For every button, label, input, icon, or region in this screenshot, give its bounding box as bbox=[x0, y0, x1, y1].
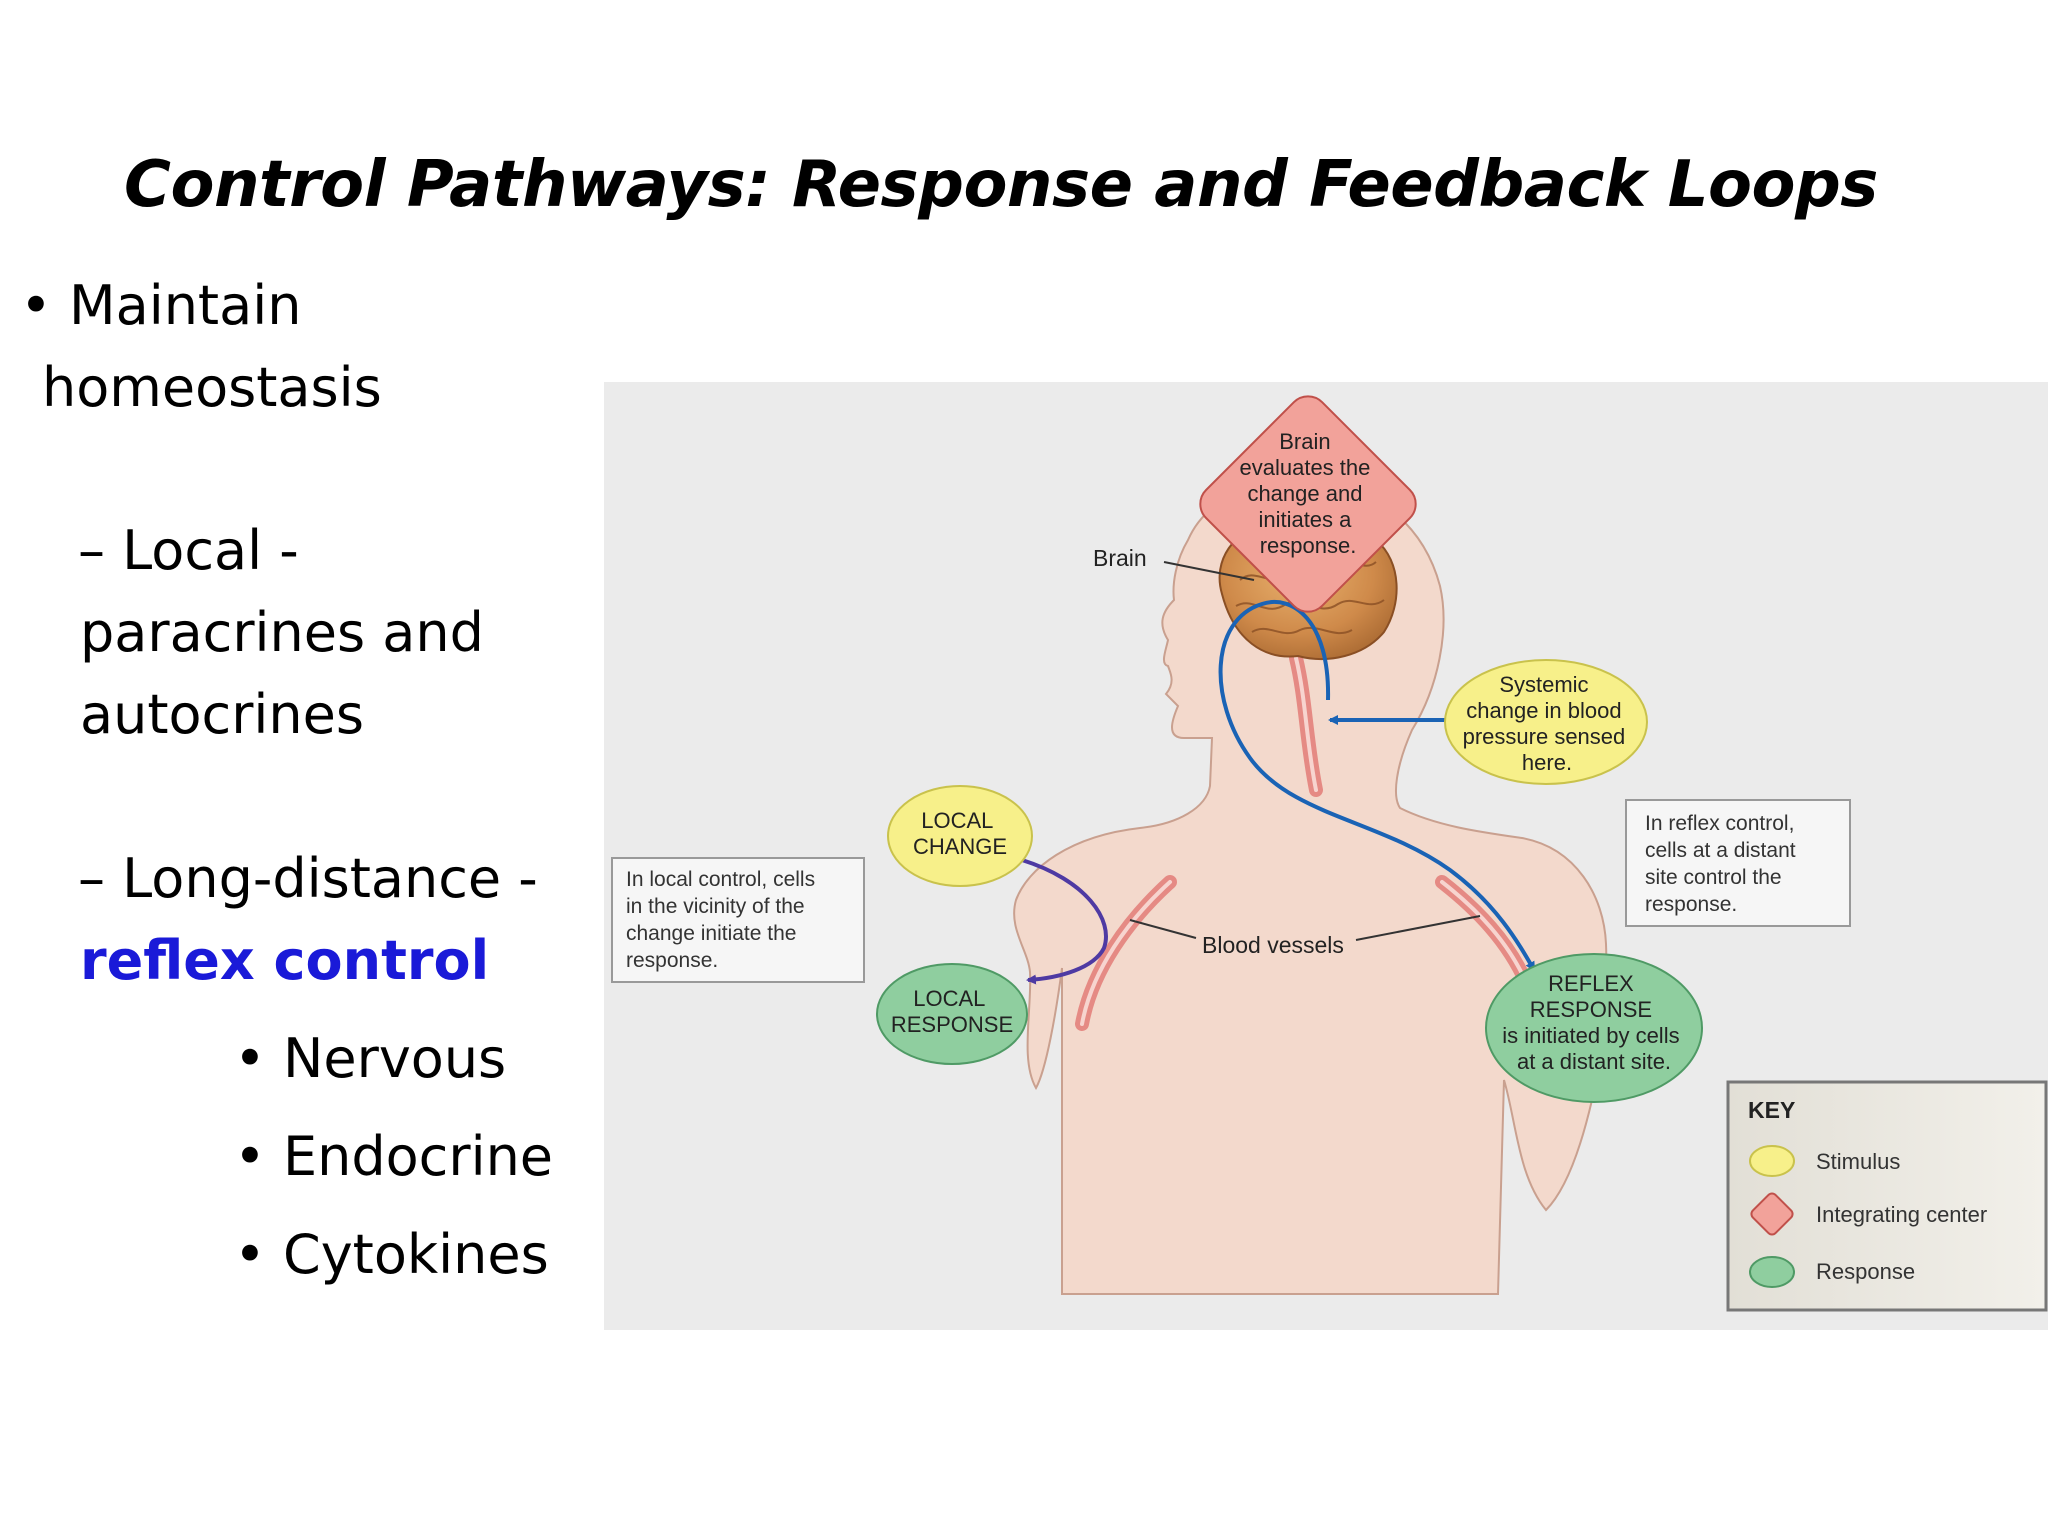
bullet-maintain: • Maintain bbox=[20, 274, 302, 337]
key-integrating-label: Integrating center bbox=[1816, 1202, 1987, 1227]
diagram-key: KEY Stimulus Integrating center Response bbox=[1726, 1080, 2048, 1312]
brain-label: Brain bbox=[1093, 545, 1147, 571]
svg-text:REFLEX RESPONSE is: REFLEX RESPONSE is initiated by cells at… bbox=[1502, 971, 1685, 1074]
sub-bullet-endocrine: • Endocrine bbox=[234, 1125, 554, 1188]
brain-leader-line bbox=[1163, 561, 1255, 581]
key-response-label: Response bbox=[1816, 1259, 1915, 1284]
bullet-homeostasis: homeostasis bbox=[42, 356, 382, 419]
reflex-response: REFLEX RESPONSE is initiated by cells at… bbox=[1485, 953, 1703, 1103]
reflex-control-note: In reflex control, cells at a distant si… bbox=[1625, 799, 1851, 927]
svg-text:Systemic change in blood: Systemic change in blood pressure sensed… bbox=[1463, 672, 1632, 775]
svg-text:In local control, cells: In local control, cells in the vicinity … bbox=[626, 868, 821, 972]
blood-vessels-leader-right bbox=[1355, 915, 1481, 941]
bullet-paracrines: paracrines and bbox=[80, 601, 484, 664]
svg-text:LOCAL CHANGE: LOCAL CHANGE bbox=[913, 808, 1007, 859]
nerve-pathway bbox=[1218, 600, 1536, 972]
bullet-long-distance: – Long-distance - bbox=[78, 847, 538, 910]
key-response-swatch bbox=[1749, 1256, 1795, 1288]
slide-title: Control Pathways: Response and Feedback … bbox=[124, 148, 1878, 222]
local-control-note: In local control, cells in the vicinity … bbox=[611, 857, 865, 983]
key-integrating-swatch bbox=[1750, 1192, 1794, 1236]
control-pathways-diagram: Brain evaluates the change and initiates… bbox=[604, 382, 2048, 1330]
bullet-local: – Local - bbox=[78, 519, 299, 582]
systemic-stimulus: Systemic change in blood pressure sensed… bbox=[1444, 659, 1648, 785]
local-response: LOCAL RESPONSE bbox=[876, 963, 1028, 1065]
blood-vessel-neck bbox=[1289, 651, 1323, 797]
bullet-reflex-control: reflex control bbox=[80, 929, 490, 992]
local-pathway bbox=[1021, 858, 1108, 985]
blood-vessels-leader-left bbox=[1129, 919, 1197, 939]
blood-vessel-right-arm bbox=[1435, 875, 1533, 989]
blood-vessel-left-arm bbox=[1075, 875, 1177, 1031]
key-title: KEY bbox=[1748, 1097, 1795, 1123]
sub-bullet-nervous: • Nervous bbox=[234, 1027, 507, 1090]
svg-text:Brain evaluates the: Brain evaluates the change and initiates… bbox=[1240, 429, 1377, 558]
sub-bullet-cytokines: • Cytokines bbox=[234, 1223, 549, 1286]
svg-text:In reflex control, cells: In reflex control, cells at a distant si… bbox=[1645, 812, 1801, 916]
brain-integrating-center: Brain evaluates the change and initiates… bbox=[1199, 395, 1417, 613]
bullet-autocrines: autocrines bbox=[80, 683, 365, 746]
svg-text:LOCAL RESPONSE: LOCAL RESPONSE bbox=[891, 986, 1013, 1037]
blood-vessels-label: Blood vessels bbox=[1202, 932, 1344, 958]
key-stimulus-swatch bbox=[1749, 1145, 1795, 1177]
key-stimulus-label: Stimulus bbox=[1816, 1149, 1900, 1174]
local-change-stimulus: LOCAL CHANGE bbox=[887, 785, 1033, 887]
